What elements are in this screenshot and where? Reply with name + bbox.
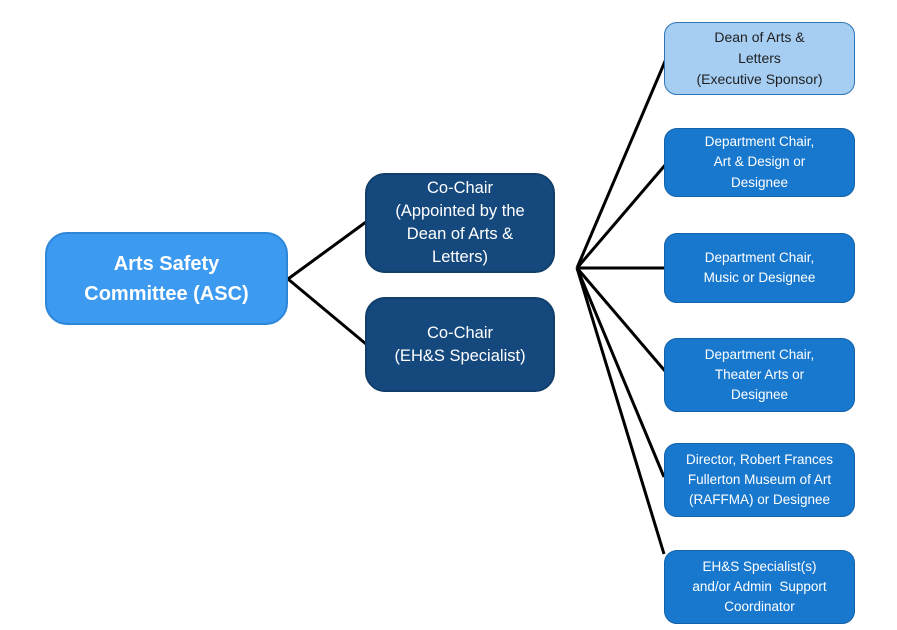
connector-fan-member4 bbox=[575, 267, 667, 372]
node-department-chair-music: Department Chair, Music or Designee bbox=[664, 233, 855, 303]
node-department-chair-art-design: Department Chair, Art & Design or Design… bbox=[664, 128, 855, 197]
node-dean-of-arts-letters-executive-sponsor: Dean of Arts & Letters (Executive Sponso… bbox=[664, 22, 855, 95]
node-ehs-specialist-admin-support: EH&S Specialist(s) and/or Admin Support … bbox=[664, 550, 855, 624]
node-director-raffma: Director, Robert Frances Fullerton Museu… bbox=[664, 443, 855, 517]
connector-fan-member5 bbox=[575, 267, 666, 478]
node-arts-safety-committee: Arts Safety Committee (ASC) bbox=[45, 232, 288, 325]
connector-fan-member6 bbox=[575, 267, 666, 555]
connector-fan-member1 bbox=[575, 58, 668, 269]
connector-fan-member2 bbox=[575, 163, 668, 269]
node-cochair-appointed-by-dean: Co-Chair (Appointed by the Dean of Arts … bbox=[365, 173, 555, 273]
connector-root-cochair2 bbox=[287, 277, 367, 346]
connector-root-cochair1 bbox=[287, 220, 367, 281]
node-department-chair-theater-arts: Department Chair, Theater Arts or Design… bbox=[664, 338, 855, 412]
node-cochair-ehs-specialist: Co-Chair (EH&S Specialist) bbox=[365, 297, 555, 392]
